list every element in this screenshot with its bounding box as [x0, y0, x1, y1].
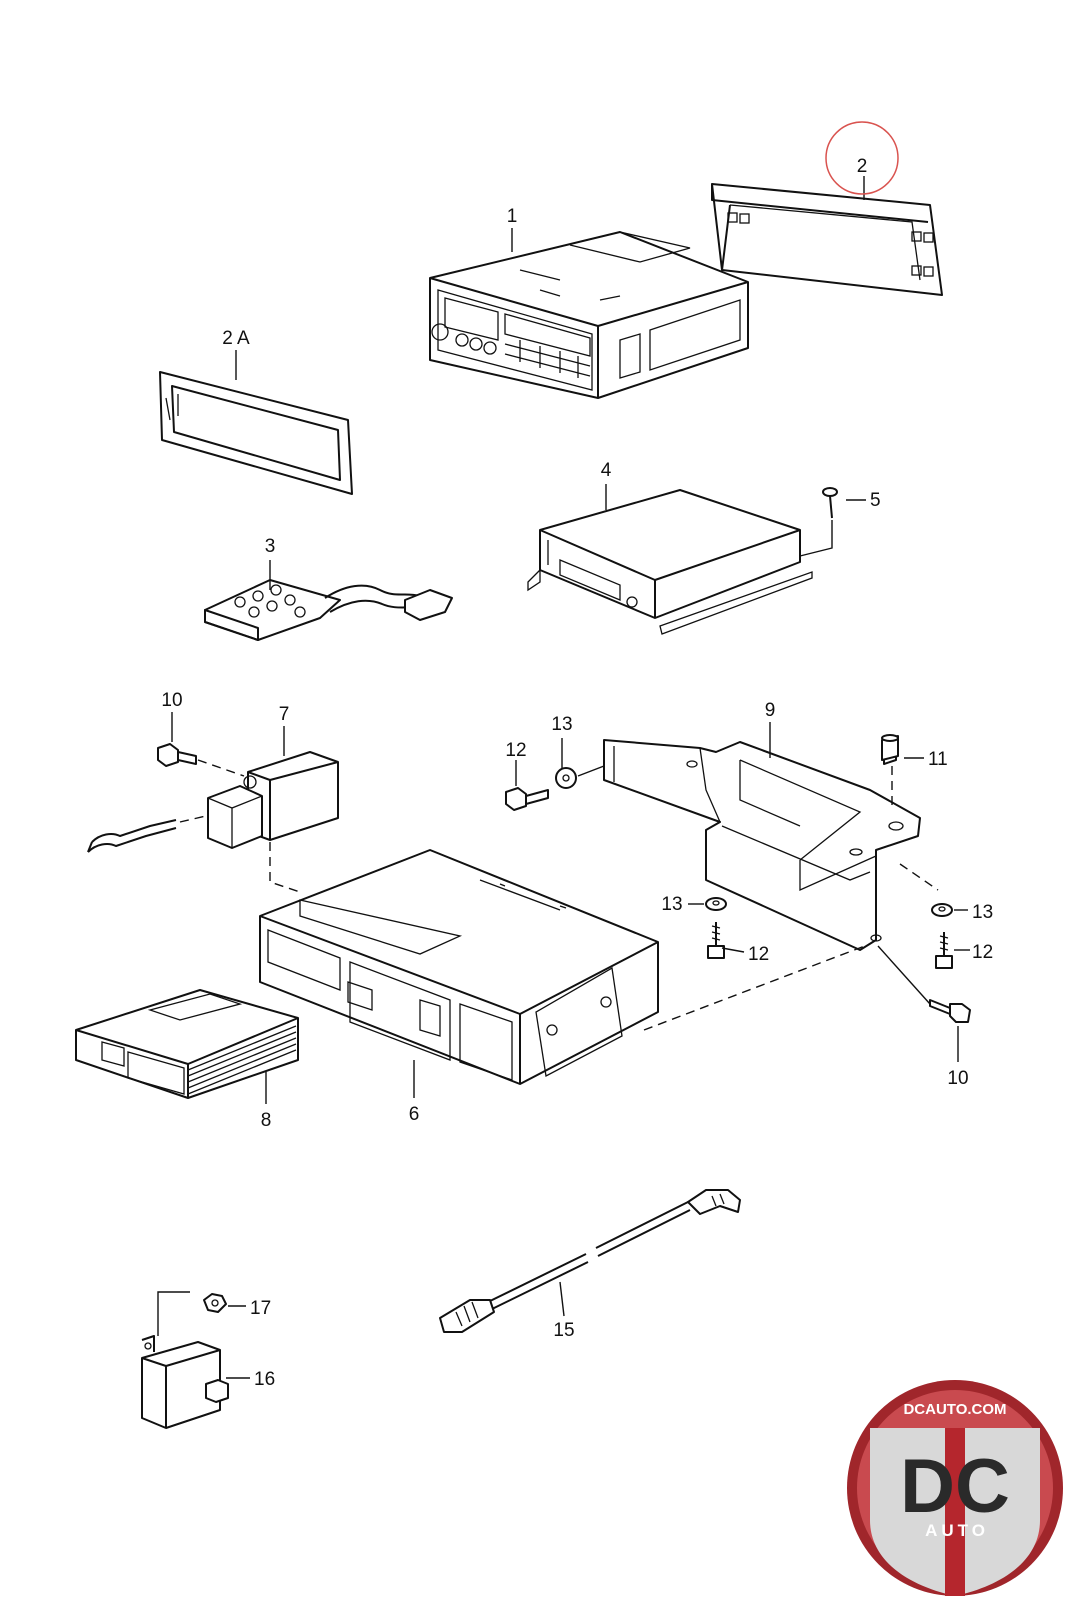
part-12-bolt-mid [707, 922, 725, 959]
part-10-bolt-lower [929, 999, 971, 1023]
leader-13-right [899, 863, 939, 891]
part-9-bracket [603, 739, 921, 951]
logo-site: DCAUTO.COM [903, 1401, 1006, 1418]
leader-10-to-7 [197, 759, 245, 777]
logo-letters: DC [900, 1444, 1010, 1529]
part-7-cable [87, 815, 207, 853]
dcauto-logo: DCAUTO.COM DC AUTO [847, 1380, 1063, 1596]
callout-8: 8 [261, 1110, 272, 1131]
part-5-screw [822, 487, 838, 519]
callout-12b: 12 [748, 944, 769, 965]
leader-6-to-9 [643, 943, 871, 1031]
part-3-remote [204, 579, 453, 641]
callout-2: 2 [857, 156, 868, 177]
callout-10a: 10 [161, 690, 182, 711]
leader-7-to-6 [269, 842, 301, 893]
part-2-mounting-frame [711, 183, 943, 296]
callout-17: 17 [250, 1298, 271, 1319]
callout-13c: 13 [972, 902, 993, 923]
part-8-magazine [75, 989, 299, 1099]
callout-3: 3 [265, 536, 276, 557]
part-12-bolt-right [935, 932, 953, 969]
part-17-nut [203, 1293, 227, 1313]
callout-4: 4 [601, 460, 612, 481]
callout-10b: 10 [947, 1068, 968, 1089]
leader-13-left [577, 765, 605, 777]
part-10-bolt-upper [157, 743, 197, 767]
callout-16: 16 [254, 1369, 275, 1390]
callout-12a: 12 [505, 740, 526, 761]
leader-5-to-amp [799, 520, 833, 557]
part-12-bolt-left [505, 787, 549, 811]
callout-13a: 13 [551, 714, 572, 735]
part-13-washer-right [931, 903, 953, 917]
callout-15: 15 [553, 1320, 574, 1341]
part-1-radio [429, 231, 749, 399]
leader-10-lower [877, 945, 931, 1005]
callout-11: 11 [928, 749, 948, 770]
part-6-cd-changer [259, 849, 659, 1085]
leader-lines [171, 176, 970, 1379]
callout-5: 5 [870, 490, 881, 511]
part-7-bracket [207, 751, 339, 849]
callout-12c: 12 [972, 942, 993, 963]
callout-1: 1 [507, 206, 518, 227]
part-15-cable [439, 1189, 741, 1333]
part-11-stud [881, 734, 899, 765]
callout-6: 6 [409, 1104, 420, 1125]
part-16-module [141, 1335, 229, 1429]
part-13-washer-left [555, 767, 577, 789]
part-4-amplifier [527, 489, 813, 635]
callout-2a: 2 A [222, 328, 250, 349]
leader-16-bracket [157, 1291, 190, 1336]
logo-sub: AUTO [925, 1521, 989, 1540]
callout-9: 9 [765, 700, 776, 721]
part-13-washer-mid [705, 897, 727, 911]
part-2a-trim-frame [159, 371, 353, 495]
callout-13b: 13 [661, 894, 682, 915]
callout-7: 7 [279, 704, 290, 725]
highlight-circle [825, 121, 899, 195]
logo-stripe [945, 1428, 965, 1596]
